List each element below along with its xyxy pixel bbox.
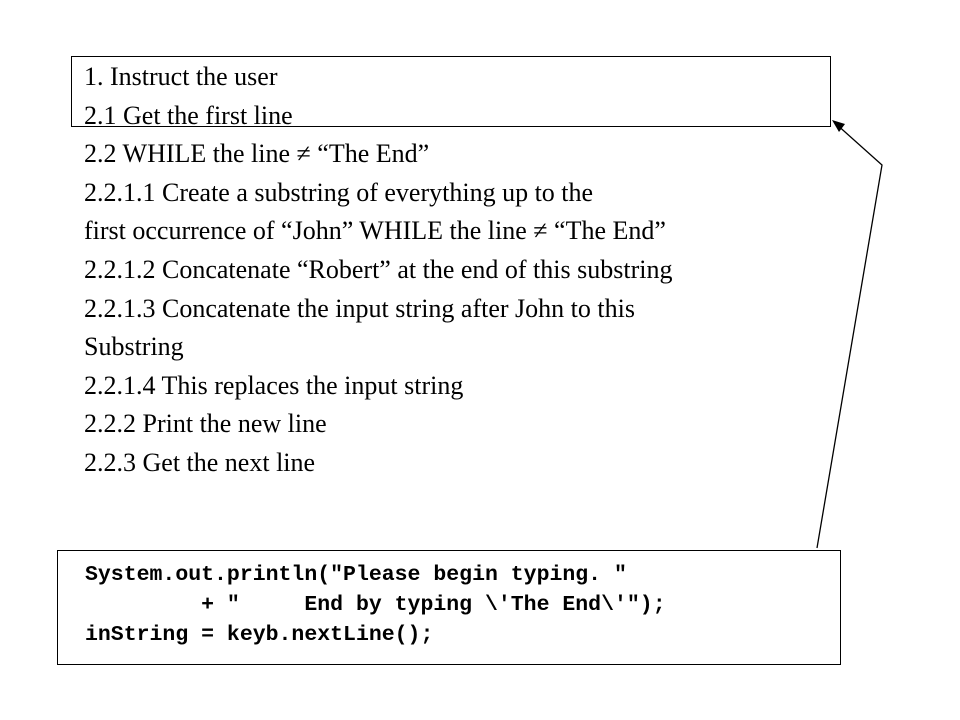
step-text: This replaces the input string [155,370,464,400]
step-text: Concatenate the input string after John … [155,293,635,323]
highlight-box-instruct-step [71,56,831,127]
step-number: 2.2.2 [84,409,136,439]
step-number: 2.2.1.4 [84,370,156,400]
code-line: System.out.println("Please begin typing.… [85,563,627,587]
step-text: Instruct the user [103,62,278,91]
step-line: 2.2.1.2 Concatenate “Robert” at the end … [84,253,672,292]
step-line: first occurrence of “John” WHILE the lin… [84,214,672,253]
step-line: 2.1 Get the first line [84,99,672,138]
step-number: 2.2.1.3 [84,293,156,323]
step-text: first occurrence of “John” WHILE the lin… [84,216,666,246]
step-text: Print the new line [136,409,327,439]
code-box [57,550,841,665]
java-code-snippet: System.out.println("Please begin typing.… [85,560,666,650]
step-number: 1. [84,62,104,91]
step-text: Create a substring of everything up to t… [155,177,594,207]
connector-line [816,122,883,549]
step-number: 2.1 [84,100,117,130]
code-line: inString = keyb.nextLine(); [85,623,434,647]
step-text: Concatenate “Robert” at the end of this … [155,254,673,284]
step-line: 2.2.1.3 Concatenate the input string aft… [84,292,672,331]
step-line: 2.2.3 Get the next line [84,446,672,485]
step-number: 2.2.1.2 [84,254,156,284]
step-number: 2.2 [84,139,117,169]
step-text: Get the next line [136,447,316,477]
step-text: WHILE the line ≠ “The End” [116,139,430,169]
step-line: 1. Instruct the user [84,60,672,99]
arrowhead-icon [832,120,845,132]
step-text: Get the first line [116,100,293,130]
step-line: 2.2 WHILE the line ≠ “The End” [84,137,672,176]
step-number: 2.2.1.1 [84,177,156,207]
step-line: 2.2.2 Print the new line [84,407,672,446]
step-line: Substring [84,330,672,369]
step-number: 2.2.3 [84,447,136,477]
code-line: + " End by typing \'The End\'"); [85,593,666,617]
step-text: Substring [84,332,184,362]
step-line: 2.2.1.4 This replaces the input string [84,369,672,408]
step-line: 2.2.1.1 Create a substring of everything… [84,176,672,215]
pseudocode-steps: 1. Instruct the user 2.1 Get the first l… [84,60,672,485]
